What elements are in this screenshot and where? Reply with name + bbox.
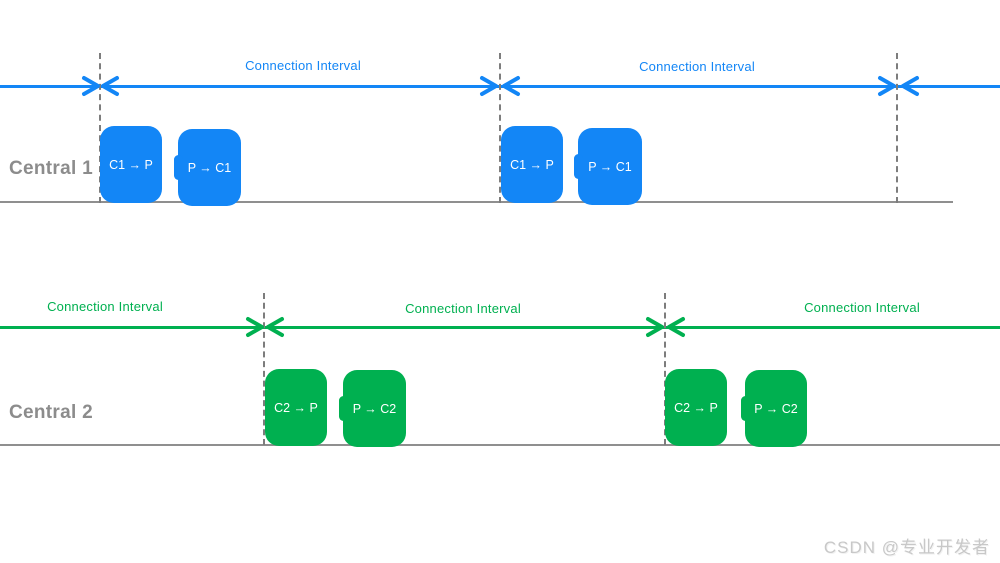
central2-interval-boundary-dash-2 xyxy=(664,293,666,445)
central2-interval-line xyxy=(0,326,1000,329)
event-box-c1-to-p: C1 → P xyxy=(100,126,162,203)
connection-interval-label: Connection Interval xyxy=(245,58,361,73)
connection-interval-label: Connection Interval xyxy=(47,299,163,314)
event-box-c1-to-p: C1 → P xyxy=(501,126,563,203)
arrowhead-right-icon xyxy=(646,317,664,337)
central2-interval-boundary-dash-1 xyxy=(263,293,265,445)
connection-interval-label: Connection Interval xyxy=(639,59,755,74)
central1-baseline xyxy=(0,201,953,203)
event-box-p-to-c1: P → C1 xyxy=(574,128,642,205)
arrowhead-right-icon xyxy=(246,317,264,337)
arrowhead-right-icon xyxy=(82,76,100,96)
arrowhead-left-icon xyxy=(266,317,284,337)
central1-interval-boundary-dash-2 xyxy=(499,53,501,203)
csdn-watermark: CSDN @专业开发者 xyxy=(823,538,990,557)
central1-interval-boundary-dash-1 xyxy=(99,53,101,203)
central1-interval-boundary-dash-3 xyxy=(896,53,898,203)
event-box-p-to-c2: P → C2 xyxy=(339,370,406,447)
arrowhead-left-icon xyxy=(502,76,520,96)
event-box-p-to-c2: P → C2 xyxy=(741,370,807,447)
arrowhead-right-icon xyxy=(878,76,896,96)
central2-baseline xyxy=(0,444,1000,446)
connection-interval-label: Connection Interval xyxy=(804,300,920,315)
arrowhead-left-icon xyxy=(901,76,919,96)
connection-interval-label: Connection Interval xyxy=(405,301,521,316)
central1-label: Central 1 xyxy=(9,158,94,179)
event-box-c2-to-p: C2 → P xyxy=(665,369,727,446)
event-box-c2-to-p: C2 → P xyxy=(265,369,327,446)
event-box-p-to-c1: P → C1 xyxy=(174,129,241,206)
arrowhead-left-icon xyxy=(667,317,685,337)
central2-label: Central 2 xyxy=(9,402,94,423)
arrowhead-left-icon xyxy=(101,76,119,96)
arrowhead-right-icon xyxy=(480,76,498,96)
